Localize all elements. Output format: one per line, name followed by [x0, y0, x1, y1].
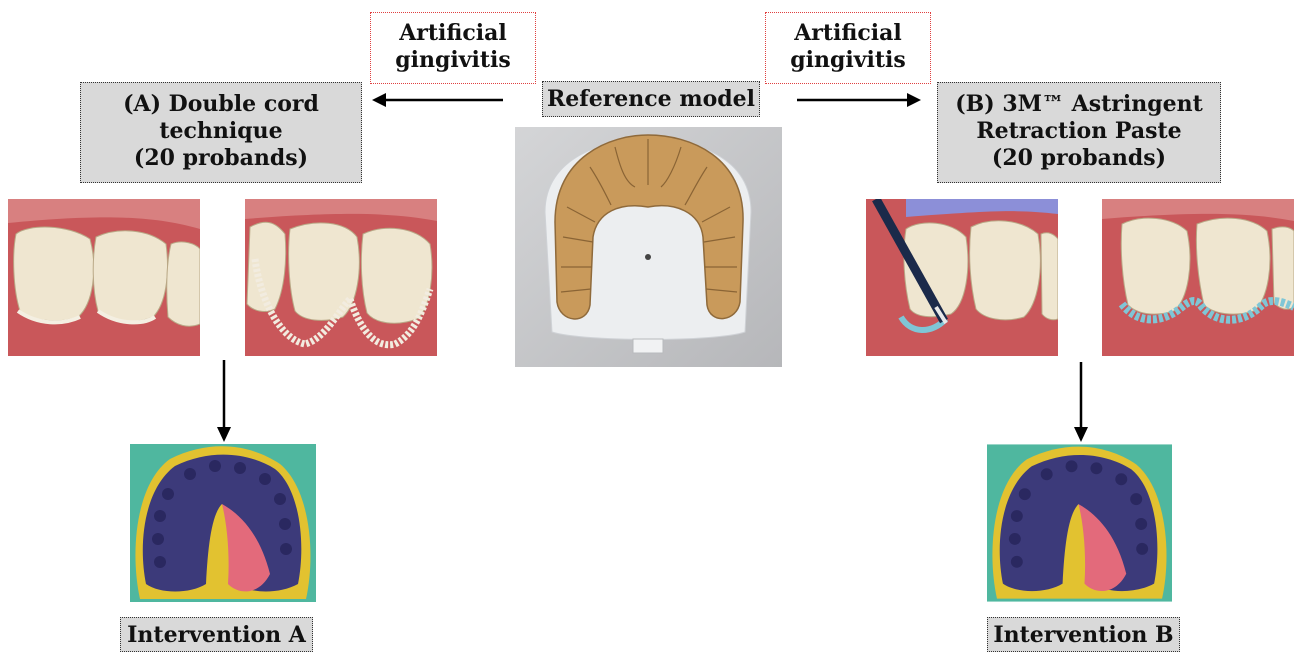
group-a-line-1: (A) Double cord	[81, 91, 361, 118]
impression-photo-b	[987, 444, 1172, 602]
group-a-box: (A) Double cord technique (20 probands)	[80, 82, 362, 183]
double-cord-photo-1	[8, 199, 200, 356]
group-b-box: (B) 3M™ Astringent Retraction Paste (20 …	[937, 82, 1221, 183]
arrow-to-intervention-b	[1071, 362, 1091, 444]
group-a-line-2: technique	[81, 118, 361, 145]
intervention-b-label: Intervention B	[987, 617, 1180, 652]
intervention-b-text: Intervention B	[993, 622, 1173, 648]
group-b-line-3: (20 probands)	[938, 145, 1220, 172]
artificial-right-line-2: gingivitis	[766, 47, 930, 74]
intervention-a-text: Intervention A	[127, 622, 306, 648]
retraction-paste-photo-1	[866, 199, 1058, 356]
group-b-line-2: Retraction Paste	[938, 118, 1220, 145]
group-b-line-1: (B) 3M™ Astringent	[938, 91, 1220, 118]
double-cord-photo-2	[245, 199, 437, 356]
reference-model-text: Reference model	[547, 86, 755, 112]
artificial-gingivitis-label-left: Artificial gingivitis	[370, 12, 536, 84]
artificial-left-line-2: gingivitis	[371, 47, 535, 74]
arrow-to-group-a	[370, 90, 505, 110]
impression-photo-a	[130, 444, 316, 602]
artificial-right-line-1: Artificial	[766, 20, 930, 47]
retraction-paste-photo-2	[1102, 199, 1294, 356]
arrow-to-intervention-a	[214, 360, 234, 444]
reference-model-label: Reference model	[542, 81, 760, 117]
artificial-gingivitis-label-right: Artificial gingivitis	[765, 12, 931, 84]
reference-model-photo	[515, 127, 782, 367]
group-a-line-3: (20 probands)	[81, 145, 361, 172]
arrow-to-group-b	[795, 90, 923, 110]
intervention-a-label: Intervention A	[120, 617, 313, 652]
artificial-left-line-1: Artificial	[371, 20, 535, 47]
